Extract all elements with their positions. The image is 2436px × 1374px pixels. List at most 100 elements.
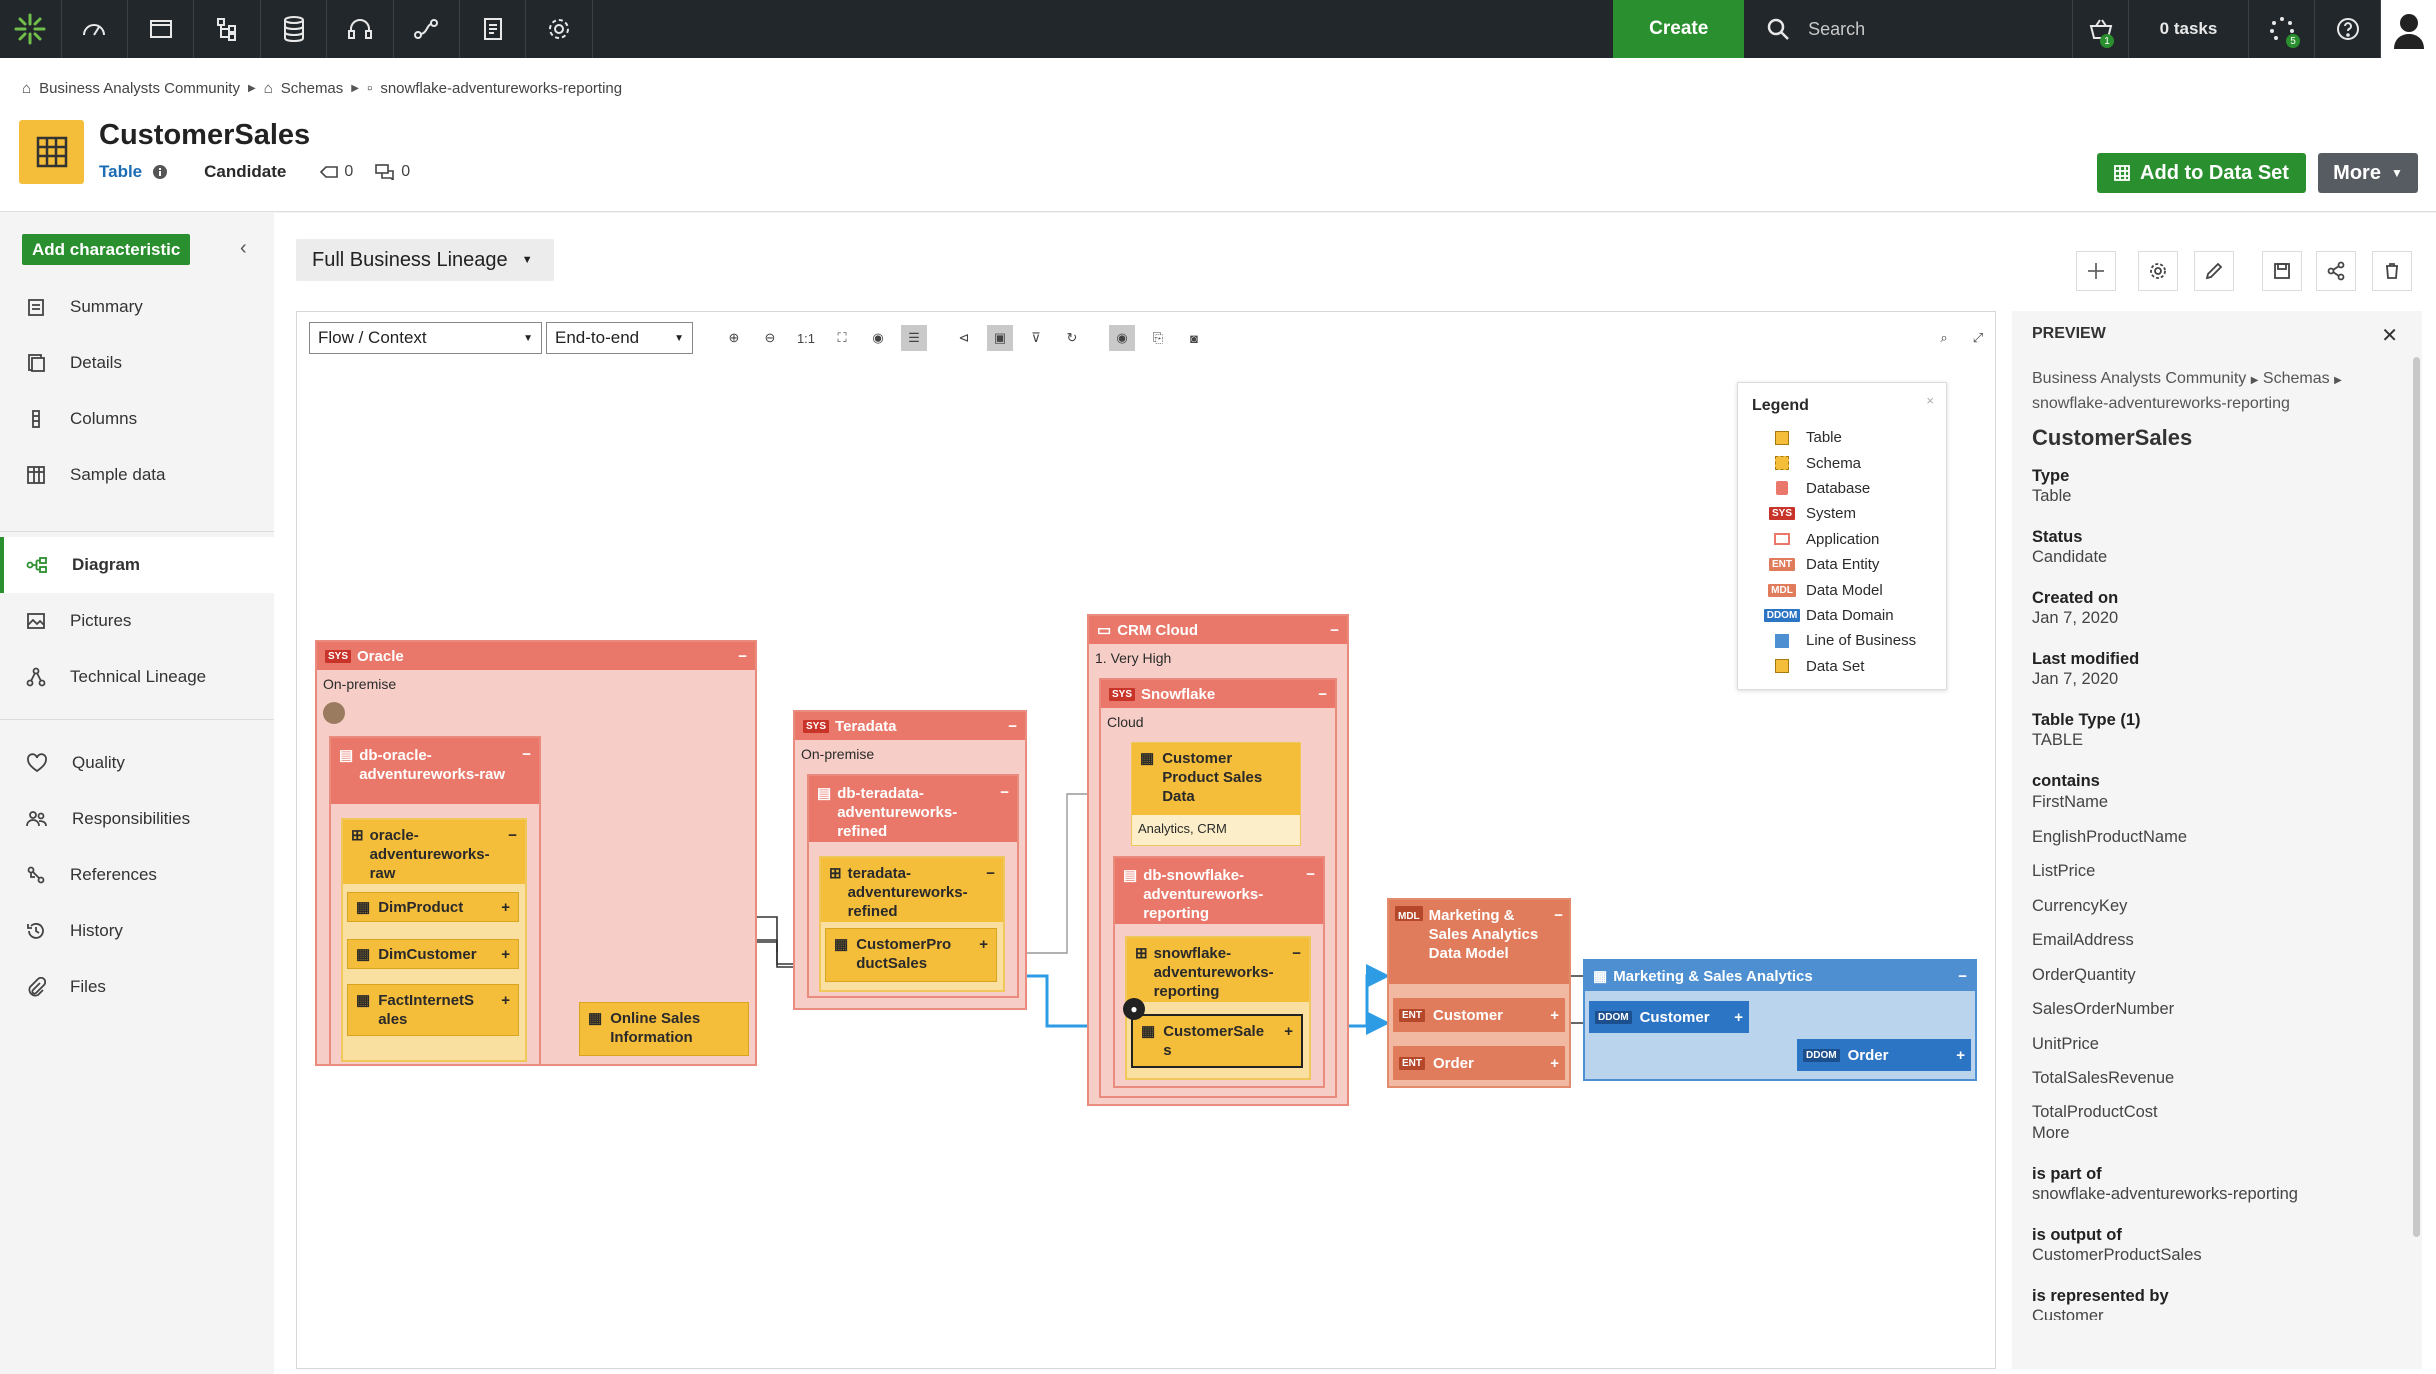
search-icon[interactable]: ⌕: [1940, 330, 1948, 345]
activity-icon[interactable]: 5: [2248, 0, 2314, 58]
schema-snowflake[interactable]: ⊞snowflake-adventureworks-reporting− ▦Cu…: [1123, 936, 1311, 1080]
field-value[interactable]: Customer: [2032, 1306, 2104, 1320]
add-characteristic-button[interactable]: Add characteristic: [22, 234, 191, 265]
sidebar-item-quality[interactable]: Quality: [0, 735, 274, 791]
hierarchy-icon[interactable]: [194, 0, 261, 58]
collapse-icon[interactable]: −: [508, 827, 517, 844]
dataset-customer-product-sales-data[interactable]: ▦Customer Product Sales Data Analytics, …: [1131, 742, 1301, 846]
settings-icon[interactable]: [526, 0, 593, 58]
scope-select[interactable]: End-to-end▼: [546, 322, 693, 354]
sidebar-item-details[interactable]: Details: [0, 335, 274, 391]
add-to-dataset-button[interactable]: Add to Data Set: [2097, 153, 2306, 193]
filter-icon[interactable]: ⊽: [1031, 330, 1041, 345]
sidebar-item-technical-lineage[interactable]: Technical Lineage: [0, 649, 274, 705]
breadcrumb-community[interactable]: Business Analysts Community: [39, 80, 240, 97]
reports-icon[interactable]: [460, 0, 527, 58]
user-avatar[interactable]: [2380, 0, 2436, 58]
collapse-icon[interactable]: −: [1318, 685, 1327, 703]
fullscreen-icon[interactable]: ⤢: [1972, 330, 1984, 345]
table-dimproduct[interactable]: ▦DimProduct+: [347, 892, 519, 922]
list-item[interactable]: SalesOrderNumber: [2032, 1000, 2175, 1018]
preview-breadcrumb-domain[interactable]: snowflake-adventureworks-reporting: [2032, 395, 2290, 412]
comments-count[interactable]: 0: [375, 163, 410, 181]
list-item[interactable]: TotalSalesRevenue: [2032, 1069, 2175, 1087]
trash-icon[interactable]: [2372, 251, 2412, 291]
diagram-canvas[interactable]: Flow / Context▼ End-to-end▼ ⊕ ⊖ 1:1 ⛶ ◉ …: [296, 311, 1996, 1369]
headset-icon[interactable]: [327, 0, 394, 58]
lineage-icon[interactable]: [394, 0, 461, 58]
avatar[interactable]: [323, 702, 345, 724]
list-item[interactable]: CurrencyKey: [2032, 896, 2128, 915]
collapse-icon[interactable]: −: [1292, 945, 1301, 962]
sidebar-item-columns[interactable]: Columns: [0, 391, 274, 447]
preview-breadcrumb-community[interactable]: Business Analysts Community: [2032, 370, 2247, 387]
status-badge[interactable]: Candidate: [204, 162, 287, 181]
global-search[interactable]: Search: [1744, 0, 2072, 58]
info-icon[interactable]: [152, 164, 168, 180]
tag-toggle-icon[interactable]: ⊲: [958, 330, 970, 345]
collibra-logo-icon[interactable]: [0, 0, 62, 58]
gear-icon[interactable]: [2138, 251, 2178, 291]
list-item[interactable]: EmailAddress: [2032, 931, 2134, 949]
database-icon[interactable]: [261, 0, 328, 58]
dataset-online-sales-information[interactable]: ▦Online Sales Information: [579, 1002, 749, 1056]
breadcrumb-domain[interactable]: snowflake-adventureworks-reporting: [380, 80, 623, 97]
layout-select[interactable]: Flow / Context▼: [309, 322, 542, 354]
collapse-icon[interactable]: −: [1958, 967, 1967, 985]
compass-icon[interactable]: ◉: [872, 330, 884, 345]
fit-to-screen-icon[interactable]: ⛶: [837, 330, 847, 345]
preview-asset-name[interactable]: CustomerSales: [2032, 425, 2193, 450]
table-dimcustomer[interactable]: ▦DimCustomer+: [347, 939, 519, 969]
close-legend-icon[interactable]: ×: [1926, 393, 1934, 408]
expand-icon[interactable]: +: [1550, 1054, 1559, 1072]
eye-icon[interactable]: ◉: [1109, 325, 1135, 351]
zoom-actual-size-button[interactable]: 1:1: [796, 330, 816, 346]
add-icon[interactable]: [2076, 251, 2116, 291]
collapse-icon[interactable]: −: [1330, 621, 1339, 639]
schema-teradata[interactable]: ⊞teradata-adventureworks-refined− ▦Custo…: [819, 856, 1005, 992]
edit-icon[interactable]: [2194, 251, 2234, 291]
sidebar-item-pictures[interactable]: Pictures: [0, 593, 274, 649]
collapse-icon[interactable]: −: [738, 647, 747, 665]
catalog-icon[interactable]: [128, 0, 195, 58]
create-button[interactable]: Create: [1613, 0, 1745, 58]
list-item[interactable]: ListPrice: [2032, 862, 2096, 880]
sidebar-item-files[interactable]: Files: [0, 959, 274, 1015]
sidebar-item-history[interactable]: History: [0, 903, 274, 959]
schema-oracle[interactable]: ⊞oracle-adventureworks-raw− ▦DimProduct+…: [341, 818, 527, 1062]
sidebar-item-diagram[interactable]: Diagram: [0, 537, 274, 593]
list-item[interactable]: EnglishProductName: [2032, 827, 2187, 846]
list-icon[interactable]: ☰: [901, 325, 927, 351]
tags-count[interactable]: 0: [320, 163, 353, 181]
basket-icon[interactable]: 1: [2072, 0, 2128, 58]
tasks-button[interactable]: 0 tasks: [2128, 0, 2248, 58]
sidebar-item-sample-data[interactable]: Sample data: [0, 447, 274, 503]
expand-icon[interactable]: +: [1284, 1023, 1293, 1040]
refresh-icon[interactable]: ↻: [1066, 330, 1078, 345]
expand-icon[interactable]: +: [979, 936, 988, 953]
more-link[interactable]: More: [2032, 1123, 2070, 1142]
asset-type[interactable]: Table: [99, 162, 143, 181]
sidebar-item-summary[interactable]: Summary: [0, 279, 274, 335]
collapse-icon[interactable]: −: [1554, 907, 1563, 924]
save-icon[interactable]: [2262, 251, 2302, 291]
expand-icon[interactable]: +: [501, 898, 510, 916]
preview-scrollbar[interactable]: [2413, 357, 2420, 1237]
zoom-in-icon[interactable]: ⊕: [728, 330, 740, 345]
help-icon[interactable]: [2314, 0, 2380, 58]
table-factinternetsales[interactable]: ▦FactInternetSales+: [347, 984, 519, 1036]
collapse-icon[interactable]: −: [1000, 784, 1009, 801]
close-icon[interactable]: ✕: [2381, 325, 2398, 347]
sidebar-item-references[interactable]: References: [0, 847, 274, 903]
database-db-snowflake[interactable]: ▤db-snowflake-adventureworks-reporting− …: [1113, 856, 1325, 1088]
expand-icon[interactable]: +: [501, 945, 510, 963]
breadcrumb-schemas[interactable]: Schemas: [280, 80, 344, 97]
expand-icon[interactable]: +: [501, 992, 510, 1009]
